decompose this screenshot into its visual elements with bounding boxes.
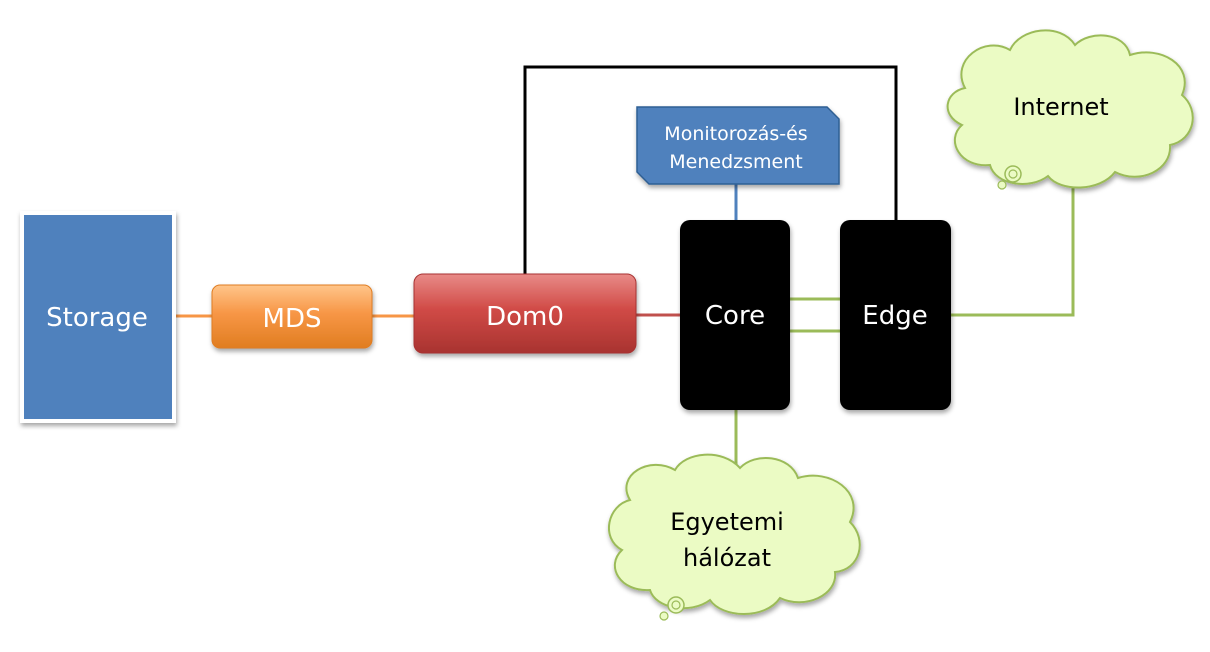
storage-node: Storage — [20, 211, 176, 423]
core-label: Core — [705, 301, 765, 331]
mds-label: MDS — [263, 304, 322, 334]
dom0-node: Dom0 — [413, 273, 637, 354]
edge-node: Edge — [840, 220, 951, 410]
link-edge-internet — [951, 188, 1075, 317]
core-node: Core — [680, 220, 790, 410]
edge-label: Edge — [862, 301, 927, 331]
link-dom0-edge — [523, 65, 898, 274]
internet-label: Internet — [1013, 93, 1108, 121]
campus-label-line1: Egyetemi — [670, 508, 784, 536]
connections — [176, 65, 1075, 474]
monitoring-label-line2: Menedzsment — [669, 151, 802, 173]
dom0-label: Dom0 — [486, 302, 564, 332]
campus-network-cloud: Egyetemi hálózat — [607, 453, 861, 621]
internet-cloud: Internet — [946, 29, 1194, 190]
monitoring-label-line1: Monitorozás-és — [664, 123, 807, 145]
storage-label: Storage — [46, 303, 148, 333]
mds-node: MDS — [211, 284, 373, 349]
campus-label-line2: hálózat — [683, 544, 771, 572]
monitoring-node: Monitorozás-és Menedzsment — [636, 106, 840, 185]
